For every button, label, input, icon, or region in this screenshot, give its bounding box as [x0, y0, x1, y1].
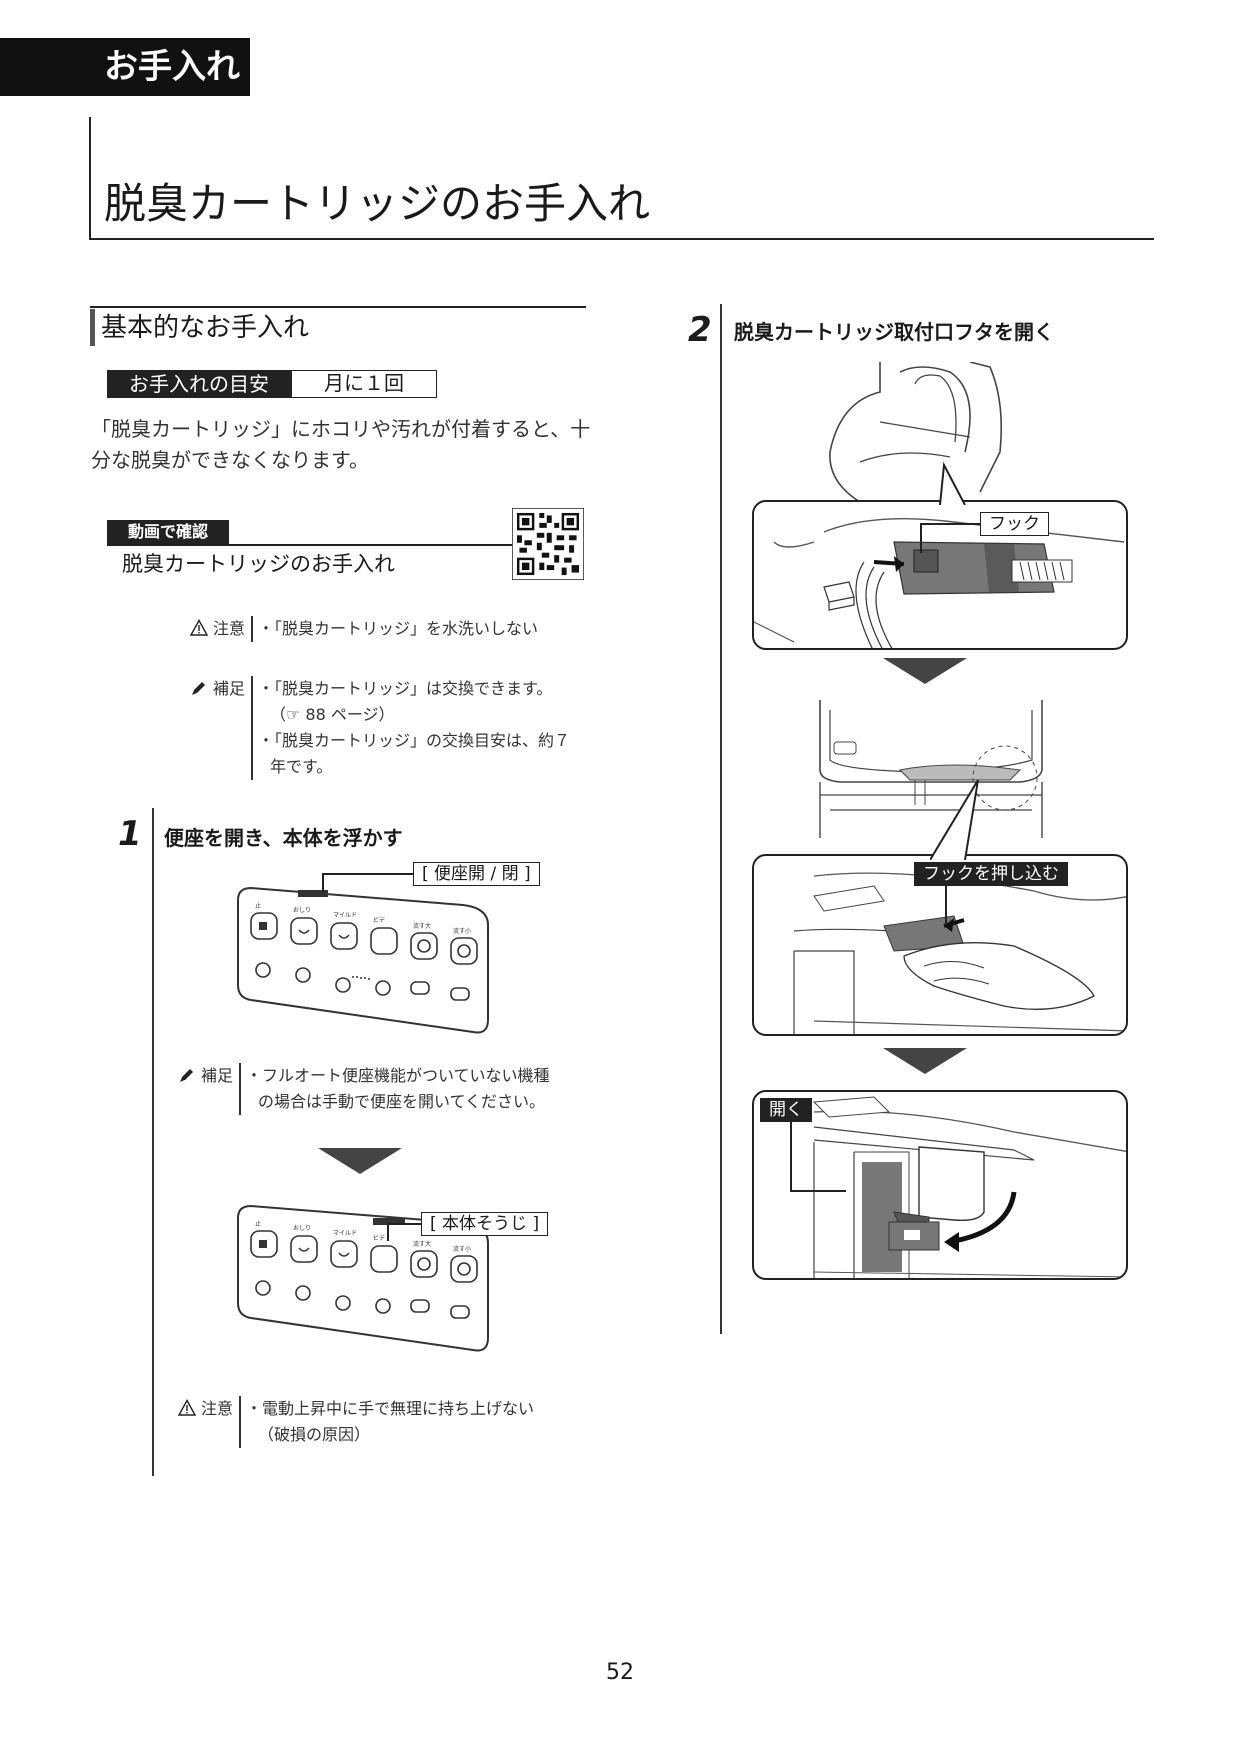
callout-hook: フック: [980, 512, 1049, 536]
guide-label: お手入れの目安: [107, 370, 291, 398]
svg-text:おしり: おしり: [293, 907, 311, 914]
warning-triangle-icon: [177, 1399, 196, 1416]
supplement-1-line-3: ・「脱臭カートリッジ」の交換目安は、約７: [258, 731, 571, 750]
detail-box-open: [752, 1090, 1128, 1280]
detail-box-hook: [752, 500, 1128, 650]
svg-text:おしり: おしり: [293, 1225, 311, 1232]
supplement-1-line-2[interactable]: （☞ 88 ページ）: [270, 705, 395, 724]
step-1-supplement-label: 補足: [138, 1063, 233, 1089]
remote-control-illustration-2: 止 おしり マイルド ビデ 流す大 流す小: [237, 1204, 489, 1352]
video-title: 脱臭カートリッジのお手入れ: [122, 552, 395, 576]
page-number: 52: [606, 1660, 634, 1685]
callout-seat-open-close: [ 便座開 / 閉 ]: [413, 862, 540, 886]
zoom-pointer: [939, 461, 966, 505]
caution-text-1: ・「脱臭カートリッジ」を水洗いしない: [258, 619, 539, 638]
chapter-tab: お手入れ: [0, 38, 250, 96]
svg-text:マイルド: マイルド: [333, 912, 357, 919]
section-marker: [90, 309, 95, 346]
leader-line-clean-drop: [387, 1223, 389, 1241]
pencil-icon: [191, 682, 205, 695]
toilet-side-illustration: [829, 362, 1002, 502]
step-1-number: 1: [118, 814, 142, 854]
page-title: 脱臭カートリッジのお手入れ: [104, 179, 651, 228]
step-1-title: 便座を開き、本体を浮かす: [164, 826, 403, 850]
step-1-supplement-line-1: ・フルオート便座機能がついていない機種: [246, 1066, 550, 1085]
svg-text:マイルド: マイルド: [333, 1230, 357, 1237]
leader-line-push: [945, 885, 947, 925]
title-bar: [89, 117, 91, 239]
leader-line-seat-drop: [322, 873, 324, 893]
leader-line-seat: [323, 873, 413, 875]
pencil-icon: [179, 1069, 193, 1082]
svg-text:流す大: 流す大: [413, 1240, 431, 1248]
supplement-1-line-4: 年です。: [270, 757, 333, 776]
down-arrow-icon: [318, 1148, 402, 1174]
callout-open: 開く: [760, 1098, 812, 1122]
step-2-line: [720, 304, 722, 1334]
down-arrow-icon: [883, 1048, 967, 1074]
step-1-caution-label: 注意: [138, 1396, 233, 1422]
guide-value: 月に１回: [291, 370, 437, 398]
qr-code-icon[interactable]: [512, 508, 584, 580]
svg-text:ビデ: ビデ: [373, 916, 385, 924]
toilet-front-illustration: [819, 700, 1043, 838]
step-2-title: 脱臭カートリッジ取付口フタを開く: [734, 320, 1054, 344]
step-1-caution-line-2: （破損の原因）: [258, 1425, 371, 1444]
down-arrow-icon: [883, 658, 967, 684]
step-2-number: 2: [688, 310, 712, 350]
supplement-1-line-1: ・「脱臭カートリッジ」は交換できます。: [258, 679, 553, 698]
caution-label-1: 注意: [150, 616, 245, 642]
svg-text:ビデ: ビデ: [373, 1234, 385, 1242]
supplement-label-1: 補足: [150, 676, 245, 702]
svg-text:流す小: 流す小: [453, 1245, 471, 1253]
remote-control-illustration-1: 止 おしり マイルド ビデ 流す大 流す小: [237, 886, 489, 1034]
section-rule: [90, 306, 586, 308]
video-label: 動画で確認: [107, 520, 229, 544]
leader-line-hook-drop: [920, 523, 922, 553]
step-1-line: [152, 808, 154, 1476]
step-1-caution-line-1: ・電動上昇中に手で無理に持ち上げない: [246, 1399, 535, 1418]
callout-body-cleaning: [ 本体そうじ ]: [421, 1212, 549, 1236]
svg-text:止: 止: [255, 1220, 261, 1228]
svg-text:流す小: 流す小: [453, 927, 471, 935]
warning-triangle-icon: [189, 619, 208, 636]
callout-push-hook: フックを押し込む: [914, 862, 1068, 886]
section-title: 基本的なお手入れ: [101, 313, 310, 343]
video-rule: [107, 544, 515, 546]
leader-line-open: [790, 1120, 792, 1192]
hook-detail-illustration: [754, 517, 1125, 648]
push-hook-illustration: [793, 872, 1126, 1034]
open-cover-illustration: [812, 1096, 1126, 1278]
title-rule: [89, 238, 1154, 240]
leader-line-open-h: [790, 1190, 846, 1192]
svg-text:流す大: 流す大: [413, 922, 431, 930]
leader-line-hook: [920, 523, 980, 525]
zoom-pointer-2: [930, 779, 979, 860]
svg-text:止: 止: [255, 902, 261, 910]
step-1-supplement-line-2: の場合は手動で便座を開いてください。: [258, 1092, 546, 1111]
intro-text: 「脱臭カートリッジ」にホコリや汚れが付着すると、十分な脱臭ができなくなります。: [91, 417, 591, 472]
leader-line-clean: [388, 1223, 421, 1225]
